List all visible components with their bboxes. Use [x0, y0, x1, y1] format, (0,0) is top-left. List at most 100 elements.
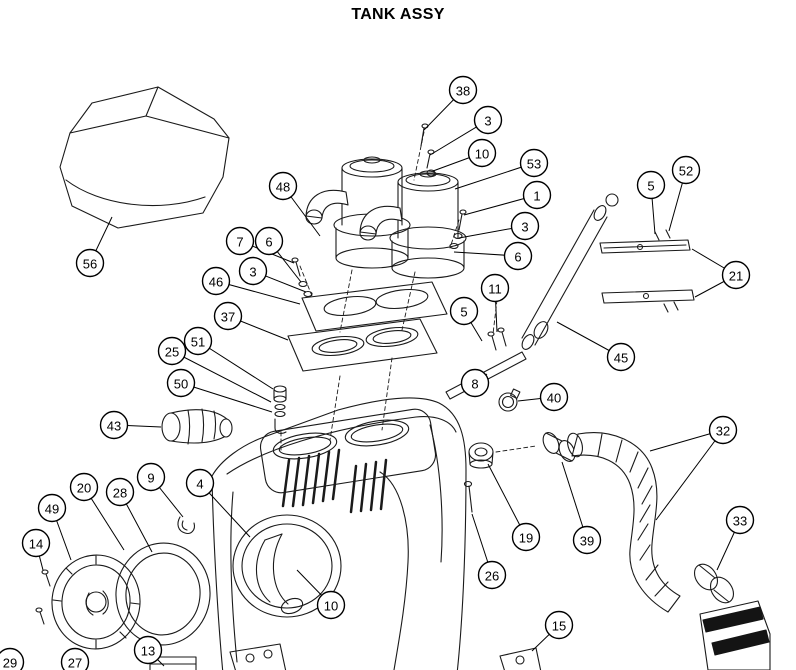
callout-balloon — [467, 138, 497, 168]
callout-balloon — [606, 342, 636, 372]
callout-label: 4 — [196, 477, 203, 492]
callout-label: 26 — [485, 569, 499, 584]
callout-balloon — [136, 462, 166, 492]
callout-52: 52 — [668, 155, 701, 232]
leader-line — [215, 280, 301, 305]
leader-line — [655, 429, 724, 521]
valve-stack — [273, 385, 287, 434]
callout-11: 11 — [480, 273, 510, 333]
callout-3: 3 — [238, 256, 307, 293]
callout-balloon — [636, 170, 666, 200]
callout-20: 20 — [69, 472, 125, 551]
callout-label: 6 — [514, 250, 521, 265]
drain-elbow — [161, 408, 233, 445]
callout-label: 15 — [552, 619, 566, 634]
callout-balloon — [725, 505, 755, 535]
stand-pipe — [521, 193, 619, 350]
callout-28: 28 — [105, 477, 153, 553]
callout-balloon — [166, 368, 196, 398]
drain-fitting — [468, 442, 494, 469]
callout-label: 13 — [141, 644, 155, 659]
callout-46: 46 — [201, 266, 301, 305]
callout-50: 50 — [166, 368, 273, 413]
callout-balloon — [522, 180, 552, 210]
callout-3: 3 — [458, 211, 540, 241]
callout-label: 6 — [265, 235, 272, 250]
callout-14: 14 — [21, 528, 51, 571]
callout-label: 10 — [475, 147, 489, 162]
callout-label: 9 — [147, 471, 154, 486]
callout-45: 45 — [556, 321, 636, 372]
callout-6: 6 — [453, 241, 533, 271]
callout-13: 13 — [133, 635, 165, 667]
leader-line — [171, 350, 272, 403]
access-lid — [51, 554, 141, 650]
callout-5: 5 — [449, 296, 483, 342]
diagonal-strip — [445, 327, 527, 400]
callout-53: 53 — [454, 148, 549, 190]
callout-balloon — [519, 148, 549, 178]
callout-1: 1 — [463, 180, 552, 216]
callout-balloon — [477, 560, 507, 590]
callout-label: 3 — [521, 220, 528, 235]
callout-balloon — [75, 248, 105, 278]
bottom-bracket-13 — [149, 656, 197, 670]
callout-37: 37 — [213, 301, 289, 341]
callout-40: 40 — [517, 382, 569, 412]
hose-clamp — [498, 388, 521, 412]
callout-balloon — [69, 472, 99, 502]
callout-label: 27 — [68, 656, 82, 670]
callout-10: 10 — [296, 569, 346, 620]
callout-label: 20 — [77, 481, 91, 496]
callout-balloon — [254, 226, 284, 256]
mounting-strips — [599, 229, 695, 313]
callout-label: 11 — [488, 282, 502, 297]
callout-48: 48 — [268, 171, 321, 237]
callout-label: 49 — [45, 502, 59, 517]
motor-exhaust-elbows — [305, 189, 403, 241]
callout-balloon — [511, 522, 541, 552]
tank-body — [211, 397, 467, 670]
callout-label: 50 — [174, 377, 188, 392]
port-ring — [115, 542, 211, 646]
callout-balloon — [133, 635, 163, 665]
gasket-plate-lower — [287, 318, 438, 372]
callout-38: 38 — [423, 75, 478, 131]
callout-balloon — [510, 211, 540, 241]
callout-balloon — [183, 326, 213, 356]
callout-balloon — [99, 410, 129, 440]
gasket-plate-upper — [301, 281, 448, 332]
leader-line — [180, 382, 273, 413]
callout-label: 10 — [324, 599, 338, 614]
callout-balloon — [448, 75, 478, 105]
callout-27: 27 — [60, 647, 90, 670]
callout-label: 8 — [471, 377, 478, 392]
callout-label: 39 — [580, 534, 594, 549]
callout-label: 52 — [679, 164, 693, 179]
vacuum-motor-right — [389, 170, 467, 279]
callout-balloon — [37, 493, 67, 523]
callout-19: 19 — [487, 463, 541, 552]
callout-balloon — [503, 241, 533, 271]
callout-label: 38 — [456, 84, 470, 99]
callout-balloon — [539, 382, 569, 412]
callout-4: 4 — [185, 468, 251, 538]
callout-balloon — [449, 296, 479, 326]
callout-balloon — [316, 590, 346, 620]
diagram-art — [35, 86, 771, 670]
callout-balloon — [238, 256, 268, 286]
callout-label: 7 — [236, 235, 243, 250]
callout-label: 48 — [276, 180, 290, 195]
callout-label: 5 — [647, 179, 654, 194]
callout-39: 39 — [561, 461, 602, 555]
callout-51: 51 — [183, 326, 274, 390]
callout-balloon — [21, 528, 51, 558]
callout-balloon — [671, 155, 701, 185]
callout-label: 40 — [547, 391, 561, 406]
page-title: TANK ASSY — [351, 6, 445, 23]
grip-part — [699, 600, 771, 670]
screw-26 — [463, 480, 473, 513]
drain-hose — [567, 432, 681, 613]
